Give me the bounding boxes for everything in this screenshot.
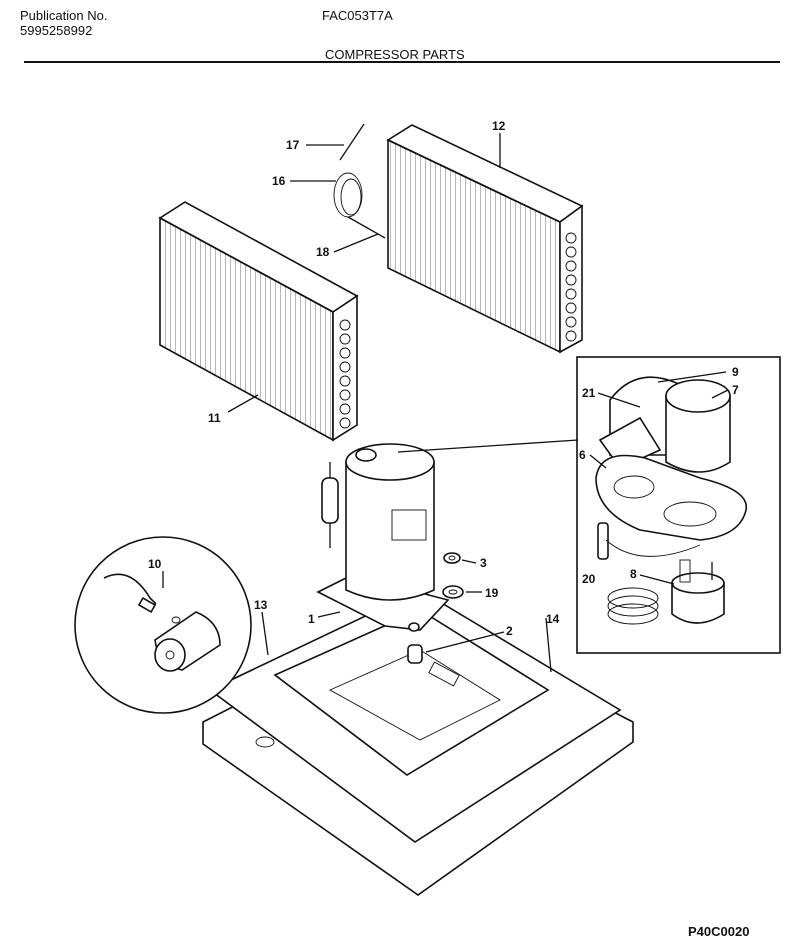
capillary-tube <box>333 123 386 239</box>
evaporator-coil <box>158 201 359 442</box>
callout-6: 6 <box>579 448 586 462</box>
leader-lines <box>162 133 729 673</box>
publication-label: Publication No. <box>20 8 108 23</box>
callout-labels: 17 16 18 12 11 9 7 21 6 20 8 10 3 19 13 … <box>148 119 739 638</box>
base-pan <box>202 589 634 896</box>
callout-10: 10 <box>148 557 162 571</box>
callout-3: 3 <box>480 556 487 570</box>
publication-number: 5995258992 <box>20 23 93 38</box>
section-title: COMPRESSOR PARTS <box>325 47 465 62</box>
callout-18: 18 <box>316 245 330 259</box>
figure-code: P40C0020 <box>688 924 750 939</box>
compressor <box>316 443 450 631</box>
detail-inset-circle <box>74 536 252 714</box>
callout-2: 2 <box>506 624 513 638</box>
callout-16: 16 <box>272 174 286 188</box>
callout-1: 1 <box>308 612 315 626</box>
overload-detail-box <box>576 356 781 654</box>
callout-14: 14 <box>546 612 560 626</box>
callout-17: 17 <box>286 138 300 152</box>
callout-19: 19 <box>485 586 499 600</box>
callout-11: 11 <box>208 411 221 425</box>
grommet-parts <box>407 552 464 664</box>
callout-8: 8 <box>630 567 637 581</box>
callout-13: 13 <box>254 598 268 612</box>
callout-12: 12 <box>492 119 506 133</box>
callout-7: 7 <box>732 383 739 397</box>
callout-21: 21 <box>582 386 596 400</box>
callout-20: 20 <box>582 572 596 586</box>
condenser-coil <box>386 124 584 354</box>
model-number: FAC053T7A <box>322 8 393 23</box>
callout-9: 9 <box>732 365 739 379</box>
header-rule <box>24 61 780 63</box>
spring-clip <box>607 587 659 625</box>
